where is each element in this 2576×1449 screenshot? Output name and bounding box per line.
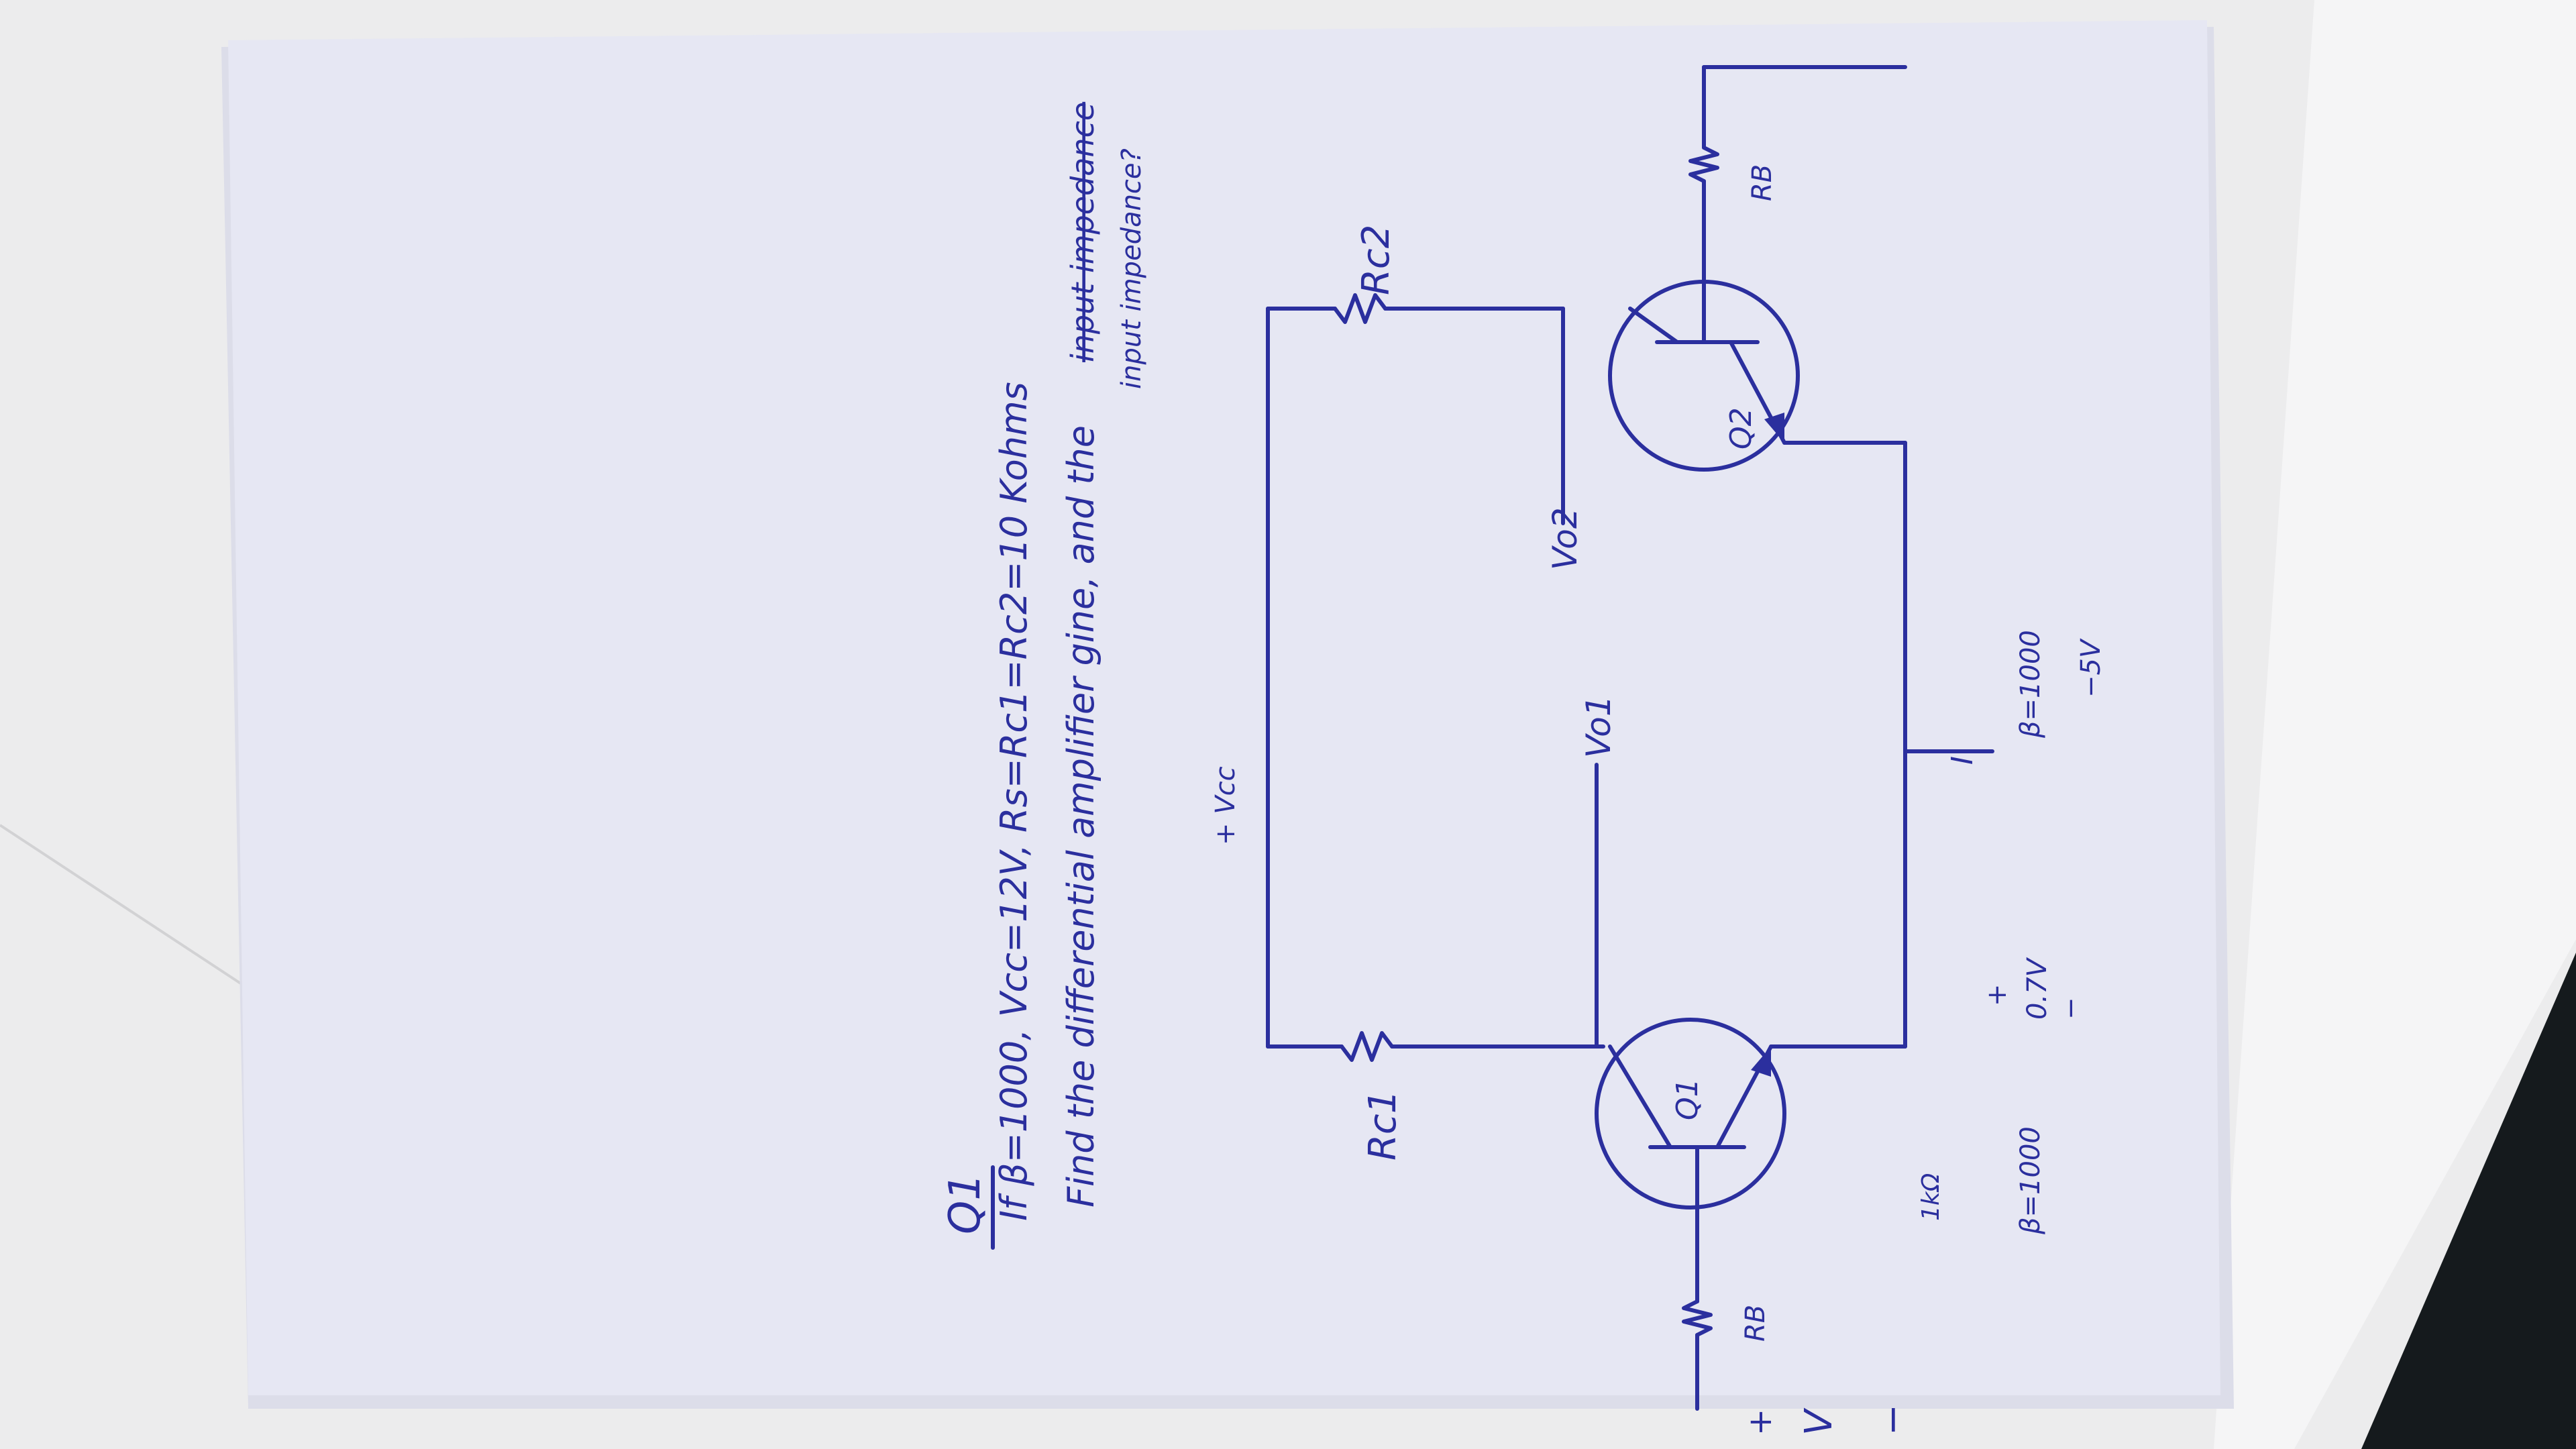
vcc-label: + Vcc	[1210, 766, 1241, 845]
resistor-1k-label: 1kΩ	[1917, 1173, 1945, 1221]
question-label: Q1	[941, 1173, 990, 1234]
rb-left-label: RB	[1740, 1305, 1771, 1342]
table-edge	[0, 824, 256, 994]
q1-transistor-body	[1595, 1018, 1786, 1210]
rb-right-label: RB	[1747, 164, 1778, 201]
input-v: V	[1797, 1407, 1841, 1436]
rc1-label: Rc1	[1361, 1090, 1405, 1161]
question-crossed-out: input impedance	[1065, 102, 1101, 362]
q2-collector	[1628, 307, 1679, 344]
question-given: If β=1000, Vcc=12V, Rs=Rc1=Rc2=10 Kohms	[993, 382, 1035, 1221]
q1-collector	[1608, 1044, 1672, 1149]
current-label: I	[1945, 756, 1980, 765]
q1-label: Q1	[1670, 1078, 1705, 1120]
diagram-group: Q1 If β=1000, Vcc=12V, Rs=Rc1=Rc2=10 Koh…	[941, 65, 2106, 1436]
beta-right-label: β=1000	[2015, 630, 2046, 739]
table-highlight	[2214, 0, 2576, 1449]
rc2-resistor	[1333, 293, 1387, 324]
rb-right-resistor	[1688, 146, 1719, 183]
vbe-minus: −	[2055, 997, 2086, 1020]
rc2-label: Rc2	[1354, 225, 1398, 295]
question-task: Find the differential amplifier gine, an…	[1060, 425, 1102, 1208]
vbe-plus: +	[1982, 983, 2012, 1006]
floor-dark	[2361, 953, 2576, 1449]
supply-neg-label: −5V	[2076, 638, 2106, 698]
rb-left-resistor	[1682, 1299, 1713, 1337]
vbe-value: 0.7V	[2022, 957, 2053, 1020]
beta-left-label: β=1000	[2015, 1126, 2046, 1235]
vo1-label: Vo1	[1579, 695, 1618, 758]
q2-emitter-arrow	[1764, 413, 1784, 443]
q1-emitter-arrow	[1751, 1046, 1771, 1077]
rc1-resistor	[1340, 1031, 1394, 1062]
q2-label: Q2	[1724, 407, 1758, 449]
input-minus: −	[1871, 1404, 1915, 1436]
question-correction: input impedance?	[1116, 148, 1147, 389]
paper-sheet	[228, 20, 2220, 1395]
vo2-label: Vo2	[1546, 507, 1585, 570]
input-plus: +	[1741, 1409, 1779, 1436]
